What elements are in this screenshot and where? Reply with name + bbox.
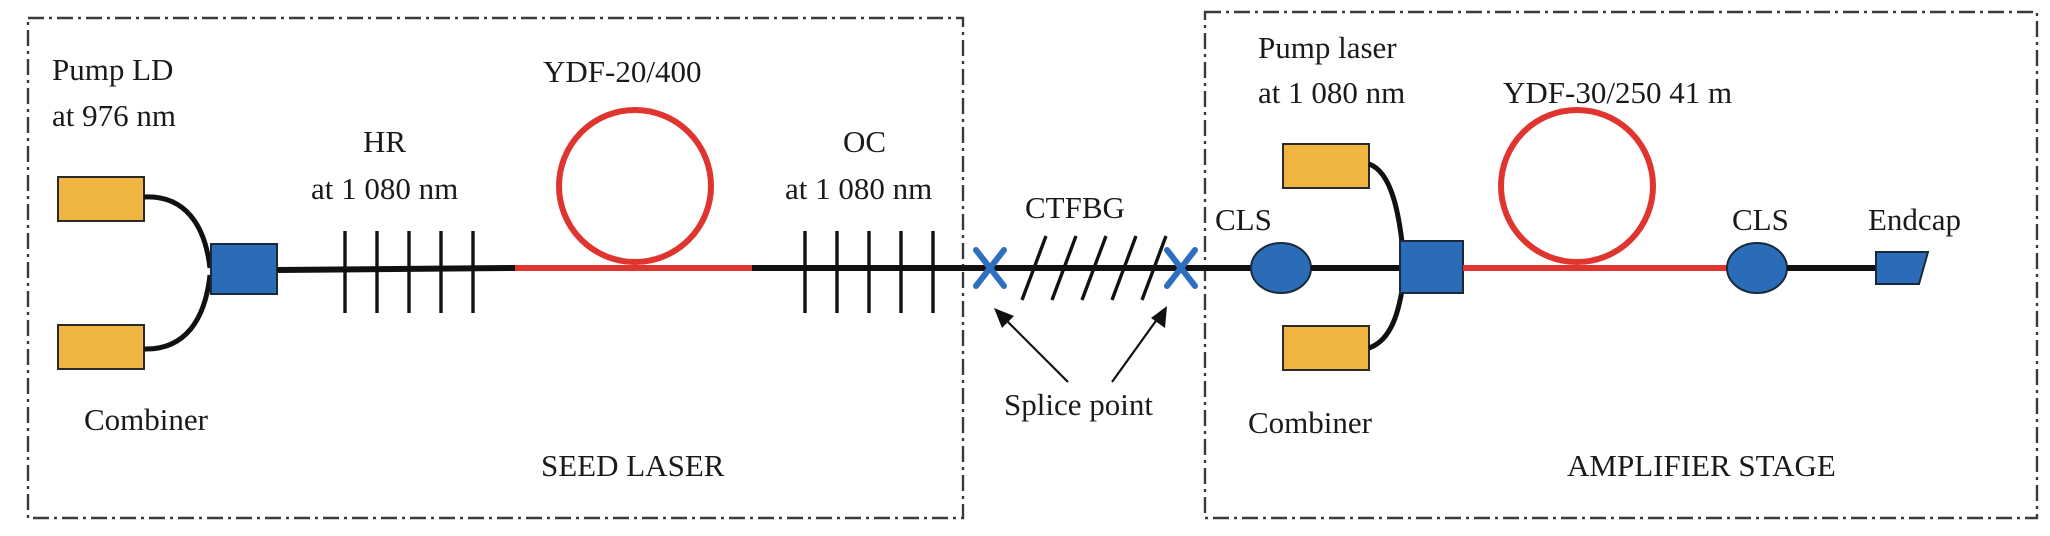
splice-arrow-left	[994, 308, 1069, 383]
amp-pump-label-line1: Pump laser	[1258, 30, 1397, 65]
amp-pump-feed-top	[1367, 161, 1407, 263]
splice-point-right-icon	[1164, 247, 1198, 289]
amp-pump-feed-bottom	[1368, 275, 1407, 351]
seed-pump-feed-top	[143, 194, 213, 269]
oc-grating	[803, 231, 935, 313]
cls-left	[1250, 242, 1312, 294]
splice-point-left-icon	[973, 247, 1007, 289]
seed-ydf-label: YDF-20/400	[543, 54, 701, 89]
oc-label-line2: at 1 080 nm	[785, 171, 932, 206]
seed-pump-label-line2: at 976 nm	[52, 98, 176, 133]
seed-pump-ld-top	[57, 176, 145, 222]
seed-passive-fiber-left	[276, 265, 516, 273]
hr-label-line2: at 1 080 nm	[311, 171, 458, 206]
seed-pump-label-line1: Pump LD	[52, 52, 173, 87]
ctfbg-label: CTFBG	[1025, 190, 1125, 225]
hr-grating	[343, 231, 475, 313]
seed-combiner-label: Combiner	[84, 402, 209, 437]
endcap-label: Endcap	[1868, 202, 1961, 237]
amp-combiner	[1399, 240, 1464, 294]
hr-label-line1: HR	[363, 124, 406, 159]
cls-right	[1726, 242, 1788, 294]
seed-pump-ld-bottom	[57, 324, 145, 370]
cls-right-label: CLS	[1732, 202, 1789, 237]
amp-ydf-coil	[1498, 107, 1656, 265]
splice-point-label: Splice point	[1004, 387, 1153, 422]
amp-section-label: AMPLIFIER STAGE	[1567, 448, 1836, 483]
seed-section-label: SEED LASER	[541, 448, 725, 483]
seed-ydf-coil	[556, 107, 714, 265]
cls-left-label: CLS	[1215, 202, 1272, 237]
amp-pump-label-line2: at 1 080 nm	[1258, 75, 1405, 110]
seed-laser-frame	[26, 16, 965, 520]
seed-combiner	[210, 243, 278, 295]
amp-pump-laser-bottom	[1282, 325, 1370, 371]
ctfbg-grating	[1020, 235, 1168, 301]
amp-pump-laser-top	[1282, 143, 1370, 189]
endcap	[1875, 251, 1930, 285]
oc-label-line1: OC	[843, 124, 886, 159]
splice-arrow-right	[1111, 306, 1167, 383]
amp-combiner-label: Combiner	[1248, 405, 1373, 440]
amp-ydf-label: YDF-30/250 41 m	[1503, 75, 1732, 110]
seed-pump-feed-bottom	[143, 274, 213, 352]
